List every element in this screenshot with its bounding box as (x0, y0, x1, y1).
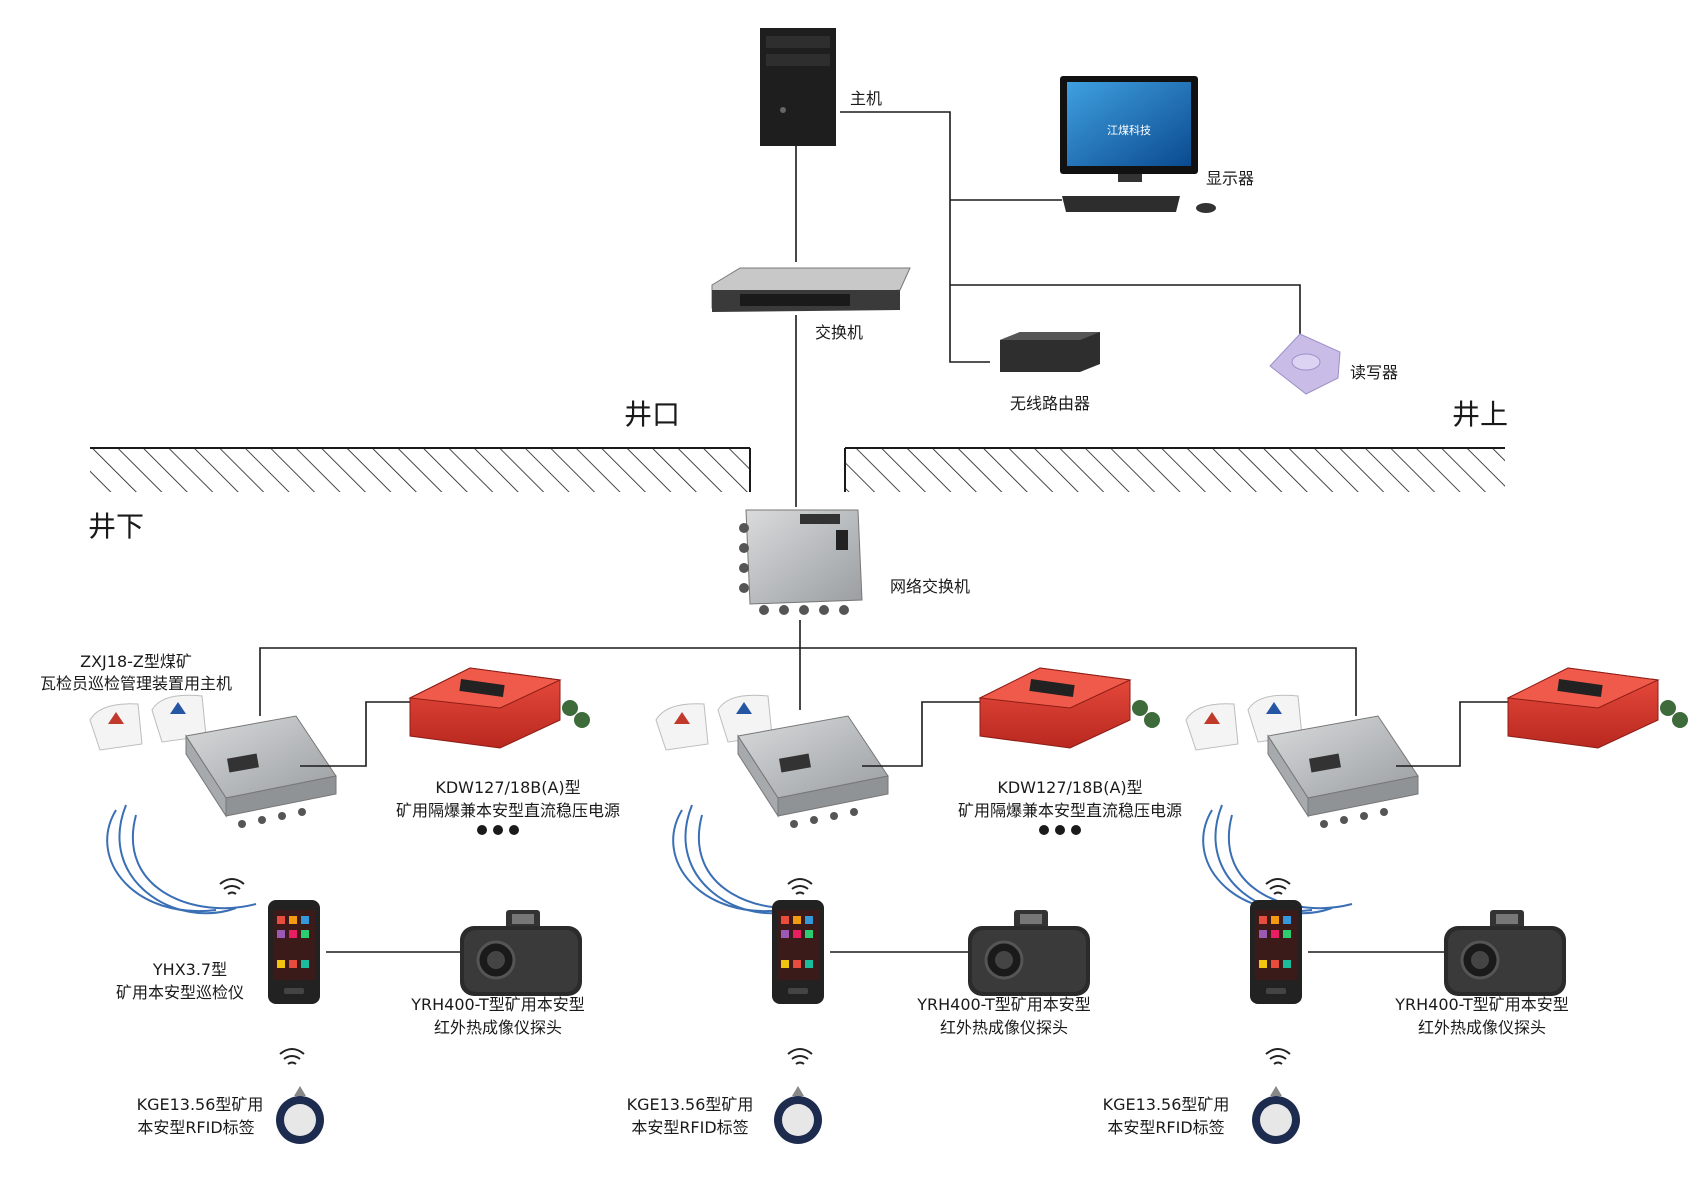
branch-1-tag-label-2: 本安型RFID标签 (137, 1118, 254, 1137)
monitor: 江煤科技 显示器 (1060, 76, 1254, 213)
branch-1-tag-label-1: KGE13.56型矿用 (137, 1095, 264, 1114)
more-indicator (477, 825, 519, 835)
thermal-camera-icon (1442, 908, 1568, 998)
surface-links (795, 111, 1301, 507)
rfid-tag-icon (1252, 1086, 1300, 1144)
wifi-signal-icon (219, 878, 245, 895)
rfid-reader: 读写器 (1269, 333, 1398, 395)
branch-3-camera-label-1: YRH400-T型矿用本安型 (1394, 995, 1569, 1014)
rfid-tag-icon (276, 1086, 324, 1144)
branch-2-camera-label-1: YRH400-T型矿用本安型 (916, 995, 1091, 1014)
ground-surface (90, 447, 1505, 492)
handheld-inspector-icon (268, 900, 320, 1004)
rfid-reader-icon (1269, 333, 1341, 395)
cable-bundle (1202, 804, 1353, 915)
branch-1-power-label-1: KDW127/18B(A)型 (435, 778, 580, 797)
more-indicator (1039, 825, 1081, 835)
monitor-icon: 江煤科技 (1060, 76, 1198, 182)
underground-network-switch: 网络交换机 (739, 509, 970, 615)
router-label: 无线路由器 (1010, 394, 1090, 413)
host-computer: 主机 (760, 28, 882, 146)
handheld-inspector-icon (1250, 900, 1302, 1004)
thermal-camera-icon (966, 908, 1092, 998)
branch-2-tag-label-2: 本安型RFID标签 (631, 1118, 748, 1137)
branch-2-camera-label-2: 红外热成像仪探头 (940, 1018, 1068, 1037)
rfid-tag-icon (774, 1086, 822, 1144)
branch-2: KDW127/18B(A)型 矿用隔爆兼本安型直流稳压电源 YRH400-T型矿… (627, 667, 1182, 1144)
reader-label: 读写器 (1350, 363, 1398, 382)
branch-2-power-label-2: 矿用隔爆兼本安型直流稳压电源 (958, 801, 1182, 820)
zone-surface-label: 井上 (1452, 398, 1508, 431)
zone-underground-label: 井下 (88, 510, 144, 543)
handheld-inspector-icon (772, 900, 824, 1004)
host-label: 主机 (850, 89, 882, 108)
wifi-signal-icon (279, 1048, 305, 1065)
branch-1-host-label-2: 瓦检员巡检管理装置用主机 (40, 674, 232, 693)
branch-1-inspector-label-1: YHX3.7型 (152, 960, 227, 979)
branch-2-tag-label-1: KGE13.56型矿用 (627, 1095, 754, 1114)
power-supply-icon (409, 667, 591, 749)
power-supply-icon (979, 667, 1161, 749)
power-supply-icon (1507, 667, 1689, 749)
branch-1-camera-label-1: YRH400-T型矿用本安型 (410, 995, 585, 1014)
branch-1: ZXJ18-Z型煤矿 瓦检员巡检管理装置用主机 KDW127/18B(A)型 矿… (40, 652, 620, 1144)
steel-host-box-icon (737, 715, 889, 829)
computer-tower-icon (760, 28, 836, 146)
wifi-router-icon (1000, 332, 1100, 372)
steel-host-box-icon (1267, 715, 1419, 829)
wifi-signal-icon (1265, 878, 1291, 895)
wifi-signal-icon (1265, 1048, 1291, 1065)
branch-3-camera-label-2: 红外热成像仪探头 (1418, 1018, 1546, 1037)
branch-3-tag-label-2: 本安型RFID标签 (1107, 1118, 1224, 1137)
wifi-signal-icon (787, 1048, 813, 1065)
branch-1-camera-label-2: 红外热成像仪探头 (434, 1018, 562, 1037)
branch-1-power-label-2: 矿用隔爆兼本安型直流稳压电源 (396, 801, 620, 820)
branch-3: YRH400-T型矿用本安型 红外热成像仪探头 KGE13.56型矿用 本安型R… (1103, 667, 1689, 1144)
cable-bundle (672, 804, 823, 915)
flameproof-switch-icon (739, 509, 863, 615)
zone-wellhead-label: 井口 (624, 398, 680, 431)
branch-2-power-label-1: KDW127/18B(A)型 (997, 778, 1142, 797)
wireless-router: 无线路由器 (1000, 332, 1100, 413)
steel-host-box-icon (185, 715, 337, 829)
branch-1-inspector-label-2: 矿用本安型巡检仪 (116, 983, 244, 1002)
cable-bundle (106, 804, 257, 915)
rack-switch: 交换机 (711, 267, 911, 342)
switch-label: 交换机 (815, 323, 863, 342)
thermal-camera-icon (458, 908, 584, 998)
branch-3-tag-label-1: KGE13.56型矿用 (1103, 1095, 1230, 1114)
rack-switch-icon (711, 267, 911, 312)
monitor-logo-text: 江煤科技 (1107, 123, 1151, 137)
network-switch-label: 网络交换机 (890, 577, 970, 596)
monitor-label: 显示器 (1206, 169, 1254, 188)
branch-1-host-label-1: ZXJ18-Z型煤矿 (80, 652, 192, 671)
underground-bus (259, 620, 1357, 716)
keyboard-icon (1062, 196, 1216, 213)
wifi-signal-icon (787, 878, 813, 895)
